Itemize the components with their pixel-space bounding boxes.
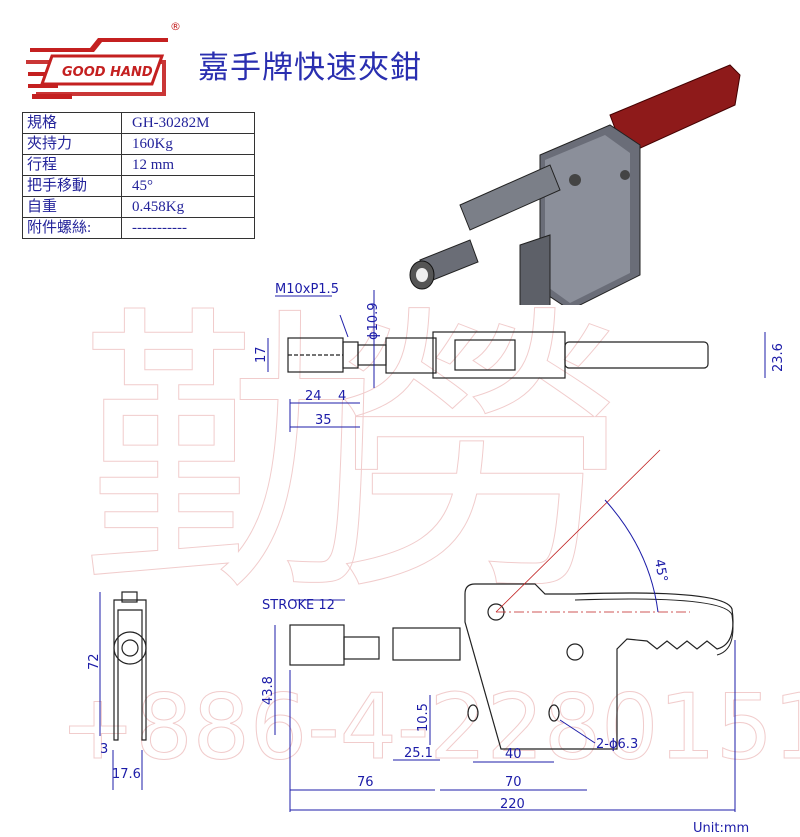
logo-text: GOOD HAND [62,65,153,80]
dim-diameter: ϕ10.9 [366,302,381,340]
dim-10-5: 10.5 [416,703,431,732]
dim-17-6: 17.6 [112,767,141,782]
dim-220: 220 [500,797,525,812]
end-view-drawing: 72 3 17.6 [87,591,147,790]
spec-value: 0.458Kg [121,196,255,218]
dim-40: 40 [505,747,522,762]
dim-72: 72 [87,653,102,670]
page-title: 嘉手牌快速夾鉗 [198,50,422,86]
good-hand-logo: GOOD HAND ® [26,20,181,99]
spec-label: 自重 [22,196,122,218]
spec-label: 附件螺絲: [22,217,122,239]
product-render [409,64,741,305]
dim-43-8: 43.8 [261,676,276,705]
dim-23-6: 23.6 [771,343,786,372]
table-row: 附件螺絲:----------- [22,217,255,239]
dim-70: 70 [505,775,522,790]
watermark-chars: 勤 [80,282,380,631]
spec-value: ----------- [121,217,255,239]
thread-label: M10xP1.5 [275,282,339,297]
registered-mark: ® [170,20,181,33]
dim-angle: 45° [651,558,670,583]
spec-label: 把手移動 [22,175,122,197]
dim-holes: 2-ϕ6.3 [596,737,638,752]
unit-label: Unit:mm [693,821,749,836]
dim-24: 24 [305,389,322,404]
spec-label: 夾持力 [22,133,122,155]
dim-35: 35 [315,413,332,428]
side-view-drawing: STROKE 12 43.8 10.5 25.1 40 76 70 220 2-… [261,449,749,836]
spec-label: 規格 [22,112,122,134]
stroke-label: STROKE 12 [262,598,335,613]
dim-4: 4 [338,389,346,404]
dim-25-1: 25.1 [404,746,433,761]
spec-value: GH-30282M [121,112,255,134]
spec-value: 12 mm [121,154,255,176]
spec-value: 160Kg [121,133,255,155]
dim-3: 3 [100,742,108,757]
dim-76: 76 [357,775,374,790]
top-view-drawing: M10xP1.5 ϕ10.9 17 24 4 35 23.6 [254,282,786,432]
spec-label: 行程 [22,154,122,176]
spec-value: 45° [121,175,255,197]
dim-17: 17 [254,346,269,363]
